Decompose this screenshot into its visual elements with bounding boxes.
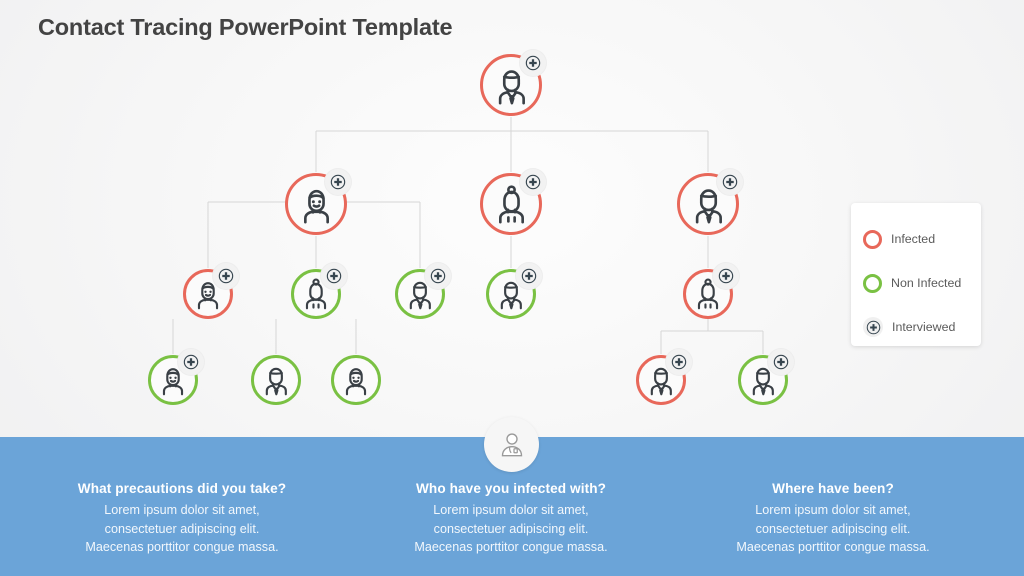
interviewed-plus-badge-icon[interactable]: [717, 169, 743, 195]
legend-item-non-infected[interactable]: Non Infected: [863, 271, 961, 295]
question-body-3-line-2: consectetuer adipiscing elit.: [755, 521, 911, 536]
man-tie-icon: [642, 361, 680, 399]
man-tie-icon: [488, 62, 535, 109]
red-ring-icon: [863, 229, 882, 249]
legend-card: Infected Non Infected Interviewed: [851, 203, 981, 346]
question-title-2: Who have you infected with?: [416, 481, 606, 496]
doctor-person-icon: [484, 417, 539, 472]
legend-label-interviewed: Interviewed: [892, 320, 956, 334]
tree-node-n8[interactable]: [683, 269, 733, 319]
question-title-3: Where have been?: [772, 481, 894, 496]
question-body-3-line-1: Lorem ipsum dolor sit amet,: [755, 503, 911, 517]
young-man-icon: [154, 361, 192, 399]
interviewed-plus-badge-icon[interactable]: [666, 349, 692, 375]
interviewed-plus-badge-icon[interactable]: [178, 349, 204, 375]
man-tie-icon: [744, 361, 782, 399]
question-body-1-line-2: consectetuer adipiscing elit.: [104, 521, 260, 536]
question-body-2-line-1: Lorem ipsum dolor sit amet,: [433, 503, 589, 517]
legend-item-interviewed[interactable]: Interviewed: [863, 315, 955, 339]
legend-label-non-infected: Non Infected: [891, 276, 962, 290]
interviewed-plus-badge-icon[interactable]: [768, 349, 794, 375]
green-ring-icon: [863, 273, 882, 293]
interviewed-plus-badge-icon[interactable]: [713, 263, 739, 289]
interviewed-plus-badge-icon[interactable]: [425, 263, 451, 289]
young-man-icon: [337, 361, 375, 399]
question-body-1: Lorem ipsum dolor sit amet, consectetuer…: [22, 501, 342, 557]
interviewed-plus-badge-icon[interactable]: [325, 169, 351, 195]
man-tie-icon: [257, 361, 295, 399]
young-man-icon: [293, 181, 340, 228]
question-title-1: What precautions did you take?: [77, 481, 287, 496]
tree-node-n3[interactable]: [677, 173, 739, 235]
woman-bun-icon: [297, 275, 335, 313]
question-body-2: Lorem ipsum dolor sit amet, consectetuer…: [351, 501, 671, 557]
page-title: Contact Tracing PowerPoint Template: [38, 14, 453, 40]
woman-bun-icon: [689, 275, 727, 313]
question-body-1-line-1: Lorem ipsum dolor sit amet,: [104, 503, 260, 517]
tree-node-n4[interactable]: [183, 269, 233, 319]
question-column-2: Who have you infected with? Lorem ipsum …: [351, 481, 671, 557]
tree-node-n7[interactable]: [486, 269, 536, 319]
legend-item-infected[interactable]: Infected: [863, 227, 935, 251]
man-tie-icon: [401, 275, 439, 313]
tree-node-n11[interactable]: [331, 355, 381, 405]
interviewed-plus-badge-icon[interactable]: [520, 50, 546, 76]
plus-badge-icon: [863, 317, 883, 337]
interviewed-plus-badge-icon[interactable]: [213, 263, 239, 289]
young-man-icon: [189, 275, 227, 313]
tree-connector-lines: [172, 117, 764, 354]
tree-node-n10[interactable]: [251, 355, 301, 405]
interviewed-plus-badge-icon[interactable]: [520, 169, 546, 195]
question-column-3: Where have been? Lorem ipsum dolor sit a…: [673, 481, 993, 557]
woman-bun-icon: [488, 181, 535, 228]
question-body-2-line-2: consectetuer adipiscing elit.: [433, 521, 589, 536]
man-tie-icon: [685, 181, 732, 228]
interviewed-plus-badge-icon[interactable]: [321, 263, 347, 289]
question-body-3-line-3: Maecenas porttitor congue massa.: [736, 540, 930, 555]
legend-label-infected: Infected: [891, 232, 936, 246]
question-body-1-line-3: Maecenas porttitor congue massa.: [85, 540, 279, 555]
question-column-1: What precautions did you take? Lorem ips…: [22, 481, 342, 557]
question-body-3: Lorem ipsum dolor sit amet, consectetuer…: [673, 501, 993, 557]
interviewed-plus-badge-icon[interactable]: [516, 263, 542, 289]
man-tie-icon: [492, 275, 530, 313]
question-body-2-line-3: Maecenas porttitor congue massa.: [414, 540, 608, 555]
